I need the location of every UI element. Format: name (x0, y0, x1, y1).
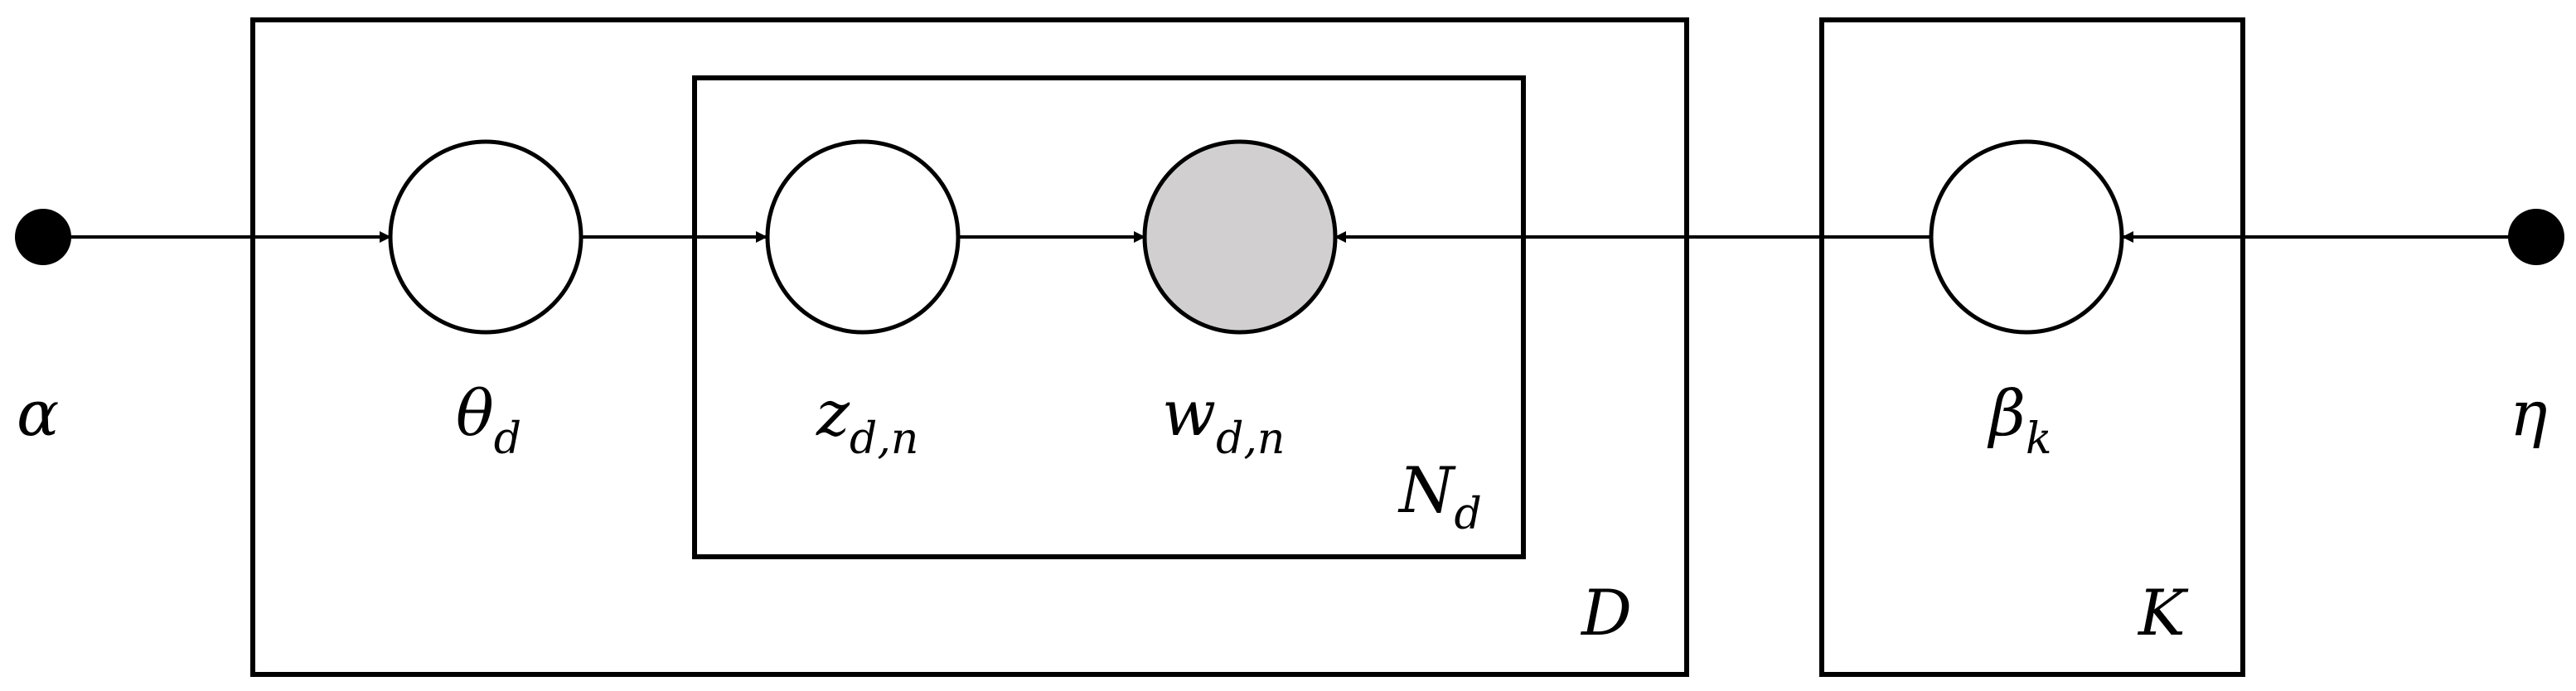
plate-K-label: K (2137, 576, 2189, 650)
z-node (765, 139, 961, 335)
plate-N-label: Nd (1397, 453, 1482, 539)
alpha-label: α (17, 376, 59, 450)
theta-node (388, 139, 583, 335)
plate-D (250, 17, 1689, 677)
plate-N (692, 75, 1526, 559)
plate-K (1819, 17, 2245, 677)
w-node-observed (1142, 139, 1338, 335)
eta-node (2508, 209, 2564, 265)
theta-label: θd (456, 376, 521, 464)
beta-label: βk (1987, 376, 2051, 464)
alpha-node (15, 209, 71, 265)
z-label: zd,n (816, 376, 918, 464)
w-label: wd,n (1162, 376, 1285, 464)
eta-label: η (2510, 376, 2548, 450)
plate-D-label: D (1580, 576, 1632, 650)
beta-node (1929, 139, 2124, 335)
